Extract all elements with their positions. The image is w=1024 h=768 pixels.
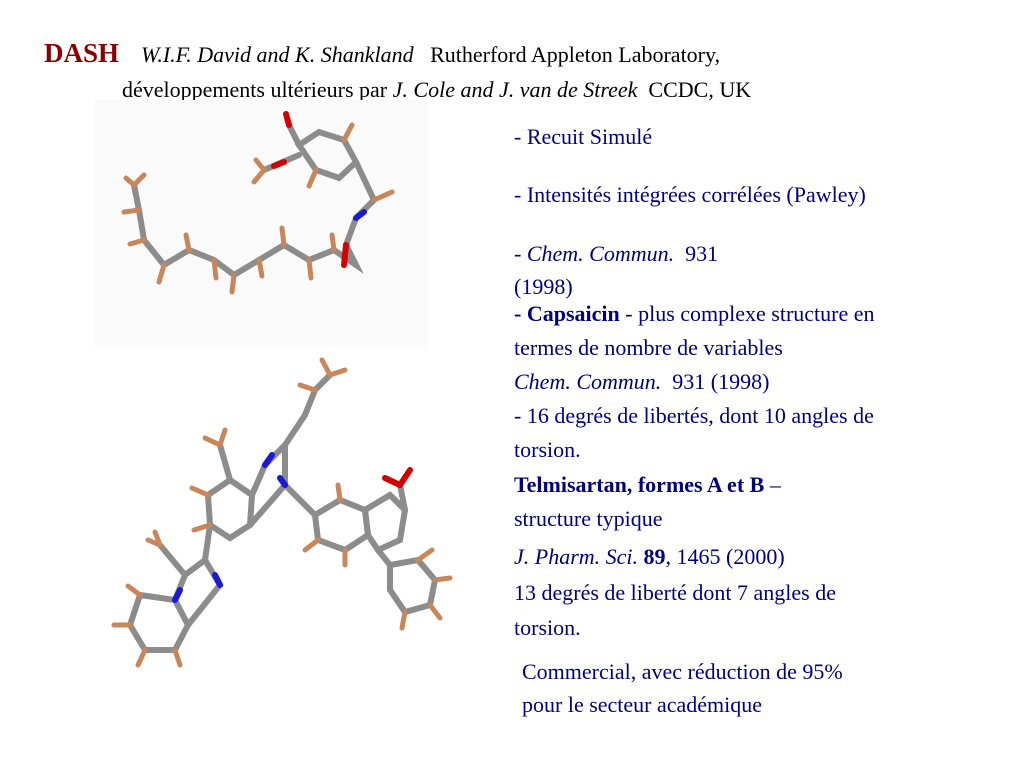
telmisartan-name: Telmisartan, formes A et B bbox=[514, 472, 765, 497]
dash-title: DASH bbox=[44, 38, 120, 68]
telmisartan-molecule-image bbox=[111, 357, 453, 668]
telmisartan-dof-2: torsion. bbox=[514, 615, 581, 640]
header-line2-pre: développements ultérieurs par bbox=[122, 77, 393, 102]
capsaicin-reference: Chem. Commun. 931 (1998) bbox=[514, 369, 769, 395]
capsaicin-dof-2: torsion. bbox=[514, 437, 581, 462]
header-line-1: DASH W.I.F. David and K. Shankland Ruthe… bbox=[44, 40, 720, 68]
commercial-line-2: pour le secteur académique bbox=[522, 692, 763, 717]
feature-reference: - Chem. Commun. 931 bbox=[514, 241, 718, 267]
telmisartan-ref: , 1465 (2000) bbox=[665, 544, 785, 569]
capsaicin-desc-1: - plus complexe structure en bbox=[619, 301, 875, 326]
capsaicin-line-1: - Capsaicin - plus complexe structure en bbox=[514, 301, 875, 327]
telmisartan-journal: J. Pharm. Sci. bbox=[514, 544, 639, 569]
capsaicin-dof-1: - 16 degrés de libertés, dont 10 angles … bbox=[514, 403, 874, 428]
feature-reference-journal: Chem. Commun. bbox=[526, 241, 675, 266]
telmisartan-title: Telmisartan, formes A et B – bbox=[514, 472, 781, 498]
capsaicin-name: Capsaicin bbox=[526, 301, 620, 326]
header-line2-post: CCDC, UK bbox=[648, 77, 752, 102]
header-line-2: développements ultérieurs par J. Cole an… bbox=[122, 77, 751, 103]
telmisartan-dof-1: 13 degrés de liberté dont 7 angles de bbox=[514, 580, 836, 605]
feature-simulated-annealing: - Recuit Simulé bbox=[514, 124, 653, 149]
capsaicin-journal: Chem. Commun. bbox=[514, 369, 662, 394]
capsaicin-desc-2: termes de nombre de variables bbox=[514, 335, 783, 360]
capsaicin-dash: - bbox=[514, 301, 527, 326]
feature-reference-dash: - bbox=[514, 241, 527, 266]
header-lab: Rutherford Appleton Laboratory, bbox=[430, 42, 721, 67]
telmisartan-desc: structure typique bbox=[514, 506, 663, 531]
telmisartan-dash: – bbox=[764, 472, 781, 497]
telmisartan-reference: J. Pharm. Sci. 89, 1465 (2000) bbox=[514, 544, 785, 570]
header-authors: W.I.F. David and K. Shankland bbox=[141, 42, 414, 67]
header-line2-authors: J. Cole and J. van de Streek bbox=[392, 77, 638, 102]
feature-reference-page: 931 bbox=[685, 241, 719, 266]
feature-pawley: - Intensités intégrées corrélées (Pawley… bbox=[514, 182, 866, 207]
capsaicin-molecule-image bbox=[94, 100, 429, 345]
capsaicin-ref: 931 (1998) bbox=[672, 369, 770, 394]
telmisartan-volume: 89 bbox=[643, 544, 666, 569]
commercial-line-1: Commercial, avec réduction de 95% bbox=[522, 659, 843, 684]
feature-reference-year: (1998) bbox=[514, 274, 573, 299]
